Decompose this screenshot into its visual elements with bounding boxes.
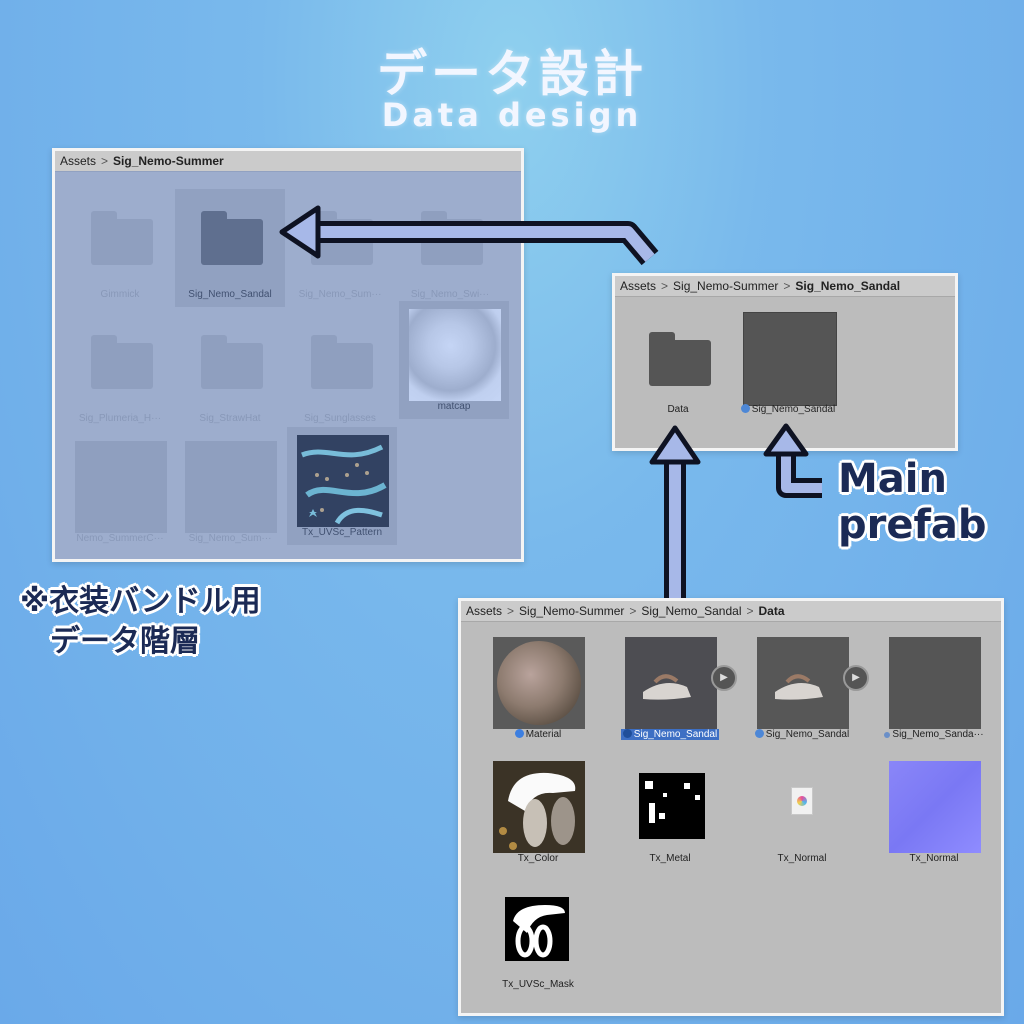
play-icon[interactable]: ▶: [711, 665, 737, 691]
asset-texture-uvsc-pattern[interactable]: Tx_UVSc_Pattern: [287, 427, 397, 545]
asset-folder-sig-nemo-sum[interactable]: Sig_Nemo_Sum···: [285, 189, 395, 307]
breadcrumb: Assets>Sig_Nemo-Summer>Sig_Nemo_Sandal>D…: [461, 601, 1001, 622]
prefab-thumbnail: [757, 637, 849, 729]
mesh-thumbnail: [889, 637, 981, 729]
breadcrumb-item[interactable]: Sig_Nemo-Summer: [113, 154, 224, 168]
asset-folder-sig-plumeria[interactable]: Sig_Plumeria_H···: [65, 313, 175, 431]
asset-label: Nemo_SummerC···: [76, 533, 164, 544]
page-title: データ設計: [377, 45, 647, 103]
texture-thumbnail: [889, 761, 981, 853]
folder-icon: [201, 211, 263, 265]
asset-texture-tx-color[interactable]: Tx_Color: [483, 753, 593, 871]
asset-prefab-sig-nemo-sum[interactable]: Sig_Nemo_Sum···: [175, 433, 285, 551]
asset-prefab-sig-nemo-sandal[interactable]: ▶ Sig_Nemo_Sandal: [747, 629, 869, 747]
asset-label: Sig_Plumeria_H···: [78, 413, 162, 424]
folder-icon: [311, 211, 373, 265]
asset-label: Tx_UVSc_Mask: [502, 979, 574, 990]
project-browser-summer: Assets>Sig_Nemo-Summer Gimmick Sig_Nemo_…: [52, 148, 524, 562]
asset-label: Sig_Nemo_Swi···: [410, 289, 490, 300]
model-thumbnail: [625, 637, 717, 729]
breadcrumb-item[interactable]: Sig_Nemo-Summer: [519, 604, 625, 618]
breadcrumb-item[interactable]: Assets: [60, 154, 97, 168]
asset-folder-sig-nemo-sandal[interactable]: Sig_Nemo_Sandal: [175, 189, 285, 307]
breadcrumb-item[interactable]: Assets: [620, 279, 657, 293]
main-prefab-note: Main prefab: [838, 456, 987, 548]
material-thumbnail: [493, 637, 585, 729]
asset-folder-sig-sunglasses[interactable]: Sig_Sunglasses: [285, 313, 395, 431]
asset-folder-gimmick[interactable]: Gimmick: [65, 189, 175, 307]
folder-icon: [91, 211, 153, 265]
asset-label: Tx_Normal: [909, 853, 959, 864]
asset-prefab-sig-nemo-sandal[interactable]: Sig_Nemo_Sandal: [733, 304, 843, 422]
material-icon: [514, 729, 524, 738]
folder-icon: [421, 211, 483, 265]
page-subtitle: Data design: [381, 96, 643, 134]
breadcrumb-item[interactable]: Assets: [466, 604, 503, 618]
texture-thumbnail: [505, 897, 569, 961]
asset-label: Gimmick: [100, 289, 140, 300]
asset-mesh-sig-nemo-sandal[interactable]: Sig_Nemo_Sanda···: [879, 629, 989, 747]
asset-label: Data: [667, 404, 689, 415]
pattern-thumbnail: [297, 435, 389, 527]
bundle-note: ※衣装バンドル用 データ階層: [20, 584, 261, 659]
prefab-thumbnail: [185, 441, 277, 533]
asset-label: Sig_Nemo_Sum···: [298, 289, 382, 300]
breadcrumb: Assets>Sig_Nemo-Summer: [55, 151, 521, 172]
arrow-to-main-prefab: [776, 450, 822, 498]
asset-label: Sig_Nemo_Sanda···: [879, 729, 989, 740]
play-icon[interactable]: ▶: [843, 665, 869, 691]
asset-label: Tx_Metal: [649, 853, 691, 864]
asset-label: Sig_Nemo_Sandal: [188, 289, 272, 300]
asset-label: Sig_Nemo_Sandal: [747, 729, 857, 740]
asset-texture-tx-normal[interactable]: Tx_Normal: [879, 753, 989, 871]
asset-label: Sig_StrawHat: [199, 413, 261, 424]
asset-model-sig-nemo-sandal[interactable]: ▶ Sig_Nemo_Sandal: [615, 629, 737, 747]
matcap-thumbnail: [409, 309, 501, 401]
asset-label: Tx_Color: [517, 853, 559, 864]
asset-label: Sig_Sunglasses: [304, 413, 376, 424]
asset-label: Tx_UVSc_Pattern: [301, 527, 383, 538]
asset-folder-data[interactable]: Data: [623, 304, 733, 422]
asset-folder-sig-nemo-swi[interactable]: Sig_Nemo_Swi···: [395, 189, 505, 307]
folder-icon: [311, 335, 373, 389]
asset-label: Sig_Nemo_Sandal: [733, 404, 843, 415]
asset-label: Material: [483, 729, 593, 740]
folder-icon: [649, 332, 711, 386]
prefab-thumbnail: [75, 441, 167, 533]
asset-label: matcap: [437, 401, 471, 412]
texture-thumbnail: [639, 773, 705, 839]
prefab-thumbnail: [743, 312, 837, 406]
file-icon: [791, 787, 813, 815]
asset-file-tx-normal[interactable]: Tx_Normal: [747, 753, 857, 871]
prefab-icon: [740, 404, 750, 413]
project-browser-sandal: Assets>Sig_Nemo-Summer>Sig_Nemo_Sandal D…: [612, 273, 958, 451]
asset-prefab-nemo-summer[interactable]: Nemo_SummerC···: [65, 433, 175, 551]
prefab-icon: [754, 729, 764, 738]
breadcrumb-item[interactable]: Sig_Nemo_Sandal: [641, 604, 742, 618]
folder-icon: [201, 335, 263, 389]
project-browser-data: Assets>Sig_Nemo-Summer>Sig_Nemo_Sandal>D…: [458, 598, 1004, 1016]
asset-texture-matcap[interactable]: matcap: [399, 301, 509, 419]
mesh-icon: [884, 732, 891, 738]
breadcrumb-item[interactable]: Sig_Nemo_Sandal: [795, 279, 901, 293]
asset-material[interactable]: Material: [483, 629, 593, 747]
breadcrumb-item[interactable]: Sig_Nemo-Summer: [673, 279, 779, 293]
asset-label: Tx_Normal: [777, 853, 827, 864]
breadcrumb-item[interactable]: Data: [758, 604, 785, 618]
asset-texture-tx-uvsc-mask[interactable]: Tx_UVSc_Mask: [483, 879, 593, 997]
folder-icon: [91, 335, 153, 389]
asset-texture-tx-metal[interactable]: Tx_Metal: [615, 753, 725, 871]
asset-folder-sig-strawhat[interactable]: Sig_StrawHat: [175, 313, 285, 431]
model-icon: [622, 729, 632, 738]
asset-label: Sig_Nemo_Sandal: [615, 729, 725, 740]
breadcrumb: Assets>Sig_Nemo-Summer>Sig_Nemo_Sandal: [615, 276, 955, 297]
texture-thumbnail: [493, 761, 585, 853]
asset-label: Sig_Nemo_Sum···: [188, 533, 272, 544]
